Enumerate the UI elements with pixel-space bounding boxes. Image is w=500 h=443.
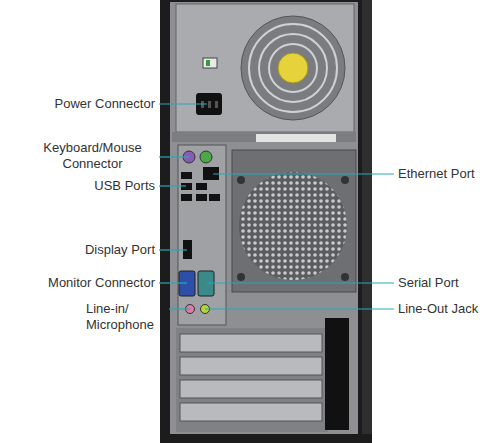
slot-cover [180,334,322,352]
leader-line [205,308,394,309]
fan-hub [278,53,308,83]
usb-port [196,183,207,190]
back-panel [170,2,358,434]
mount-dot [341,273,349,281]
leader-line [159,103,207,104]
leader-line [159,156,189,157]
case-edge [362,0,372,443]
leader-line [169,308,190,309]
case [160,0,372,443]
usb-port [196,194,207,201]
fan-ring [259,34,327,102]
leader-line [213,173,394,174]
psu-switch [203,58,217,68]
sticker [256,134,336,142]
case-base [160,434,372,443]
fan-frame [232,150,356,292]
usb-port [181,172,192,179]
callout-label: Line-in/ Microphone [86,301,166,333]
mount-dot [341,176,349,184]
case-fan-grille [239,172,347,280]
callout-label: Ethernet Port [398,166,496,182]
slot-latch [325,318,349,430]
callout-label: Keyboard/Mouse Connector [30,140,155,172]
fan-ring [249,24,337,112]
callout-label: Monitor Connector [15,275,155,291]
power-supply [176,4,354,132]
psu-fan [241,16,345,120]
leader-line [159,249,187,250]
socket-pin [208,101,211,108]
psu-led [206,60,210,66]
callout-label: Serial Port [398,275,496,291]
slot-cover [180,357,322,375]
socket-pin [215,101,218,108]
mount-dot [237,273,245,281]
callout-label: USB Ports [35,178,155,194]
leader-line [159,282,187,283]
io-plate [178,145,226,325]
usb-port [209,194,220,201]
usb-port [181,194,192,201]
slot-cover [180,380,322,398]
callout-label: Power Connector [15,96,155,112]
slot-cover [180,403,322,421]
divider [172,132,356,142]
leader-line [207,282,394,283]
ps2-port [200,151,212,163]
leader-line [159,185,186,186]
fan-ring [269,44,317,92]
callout-label: Line-Out Jack [398,301,496,317]
slot-area [176,328,328,432]
mount-dot [237,176,245,184]
callout-label: Display Port [35,242,155,258]
leader-lines [159,104,394,309]
